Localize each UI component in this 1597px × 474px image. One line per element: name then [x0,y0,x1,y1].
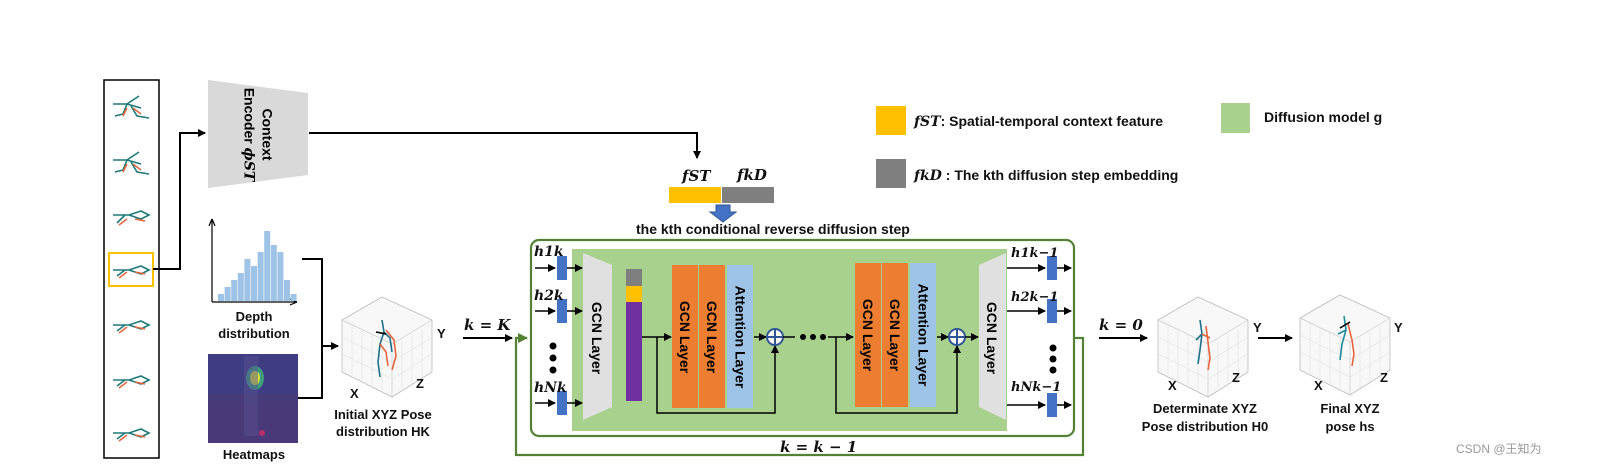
skeleton-frame-6 [113,375,151,389]
legend-diffusion-text: Diffusion model g [1264,109,1383,125]
gcn-a-label: GCN Layer [677,300,694,373]
histogram-bar [237,273,244,301]
feature-down-arrow-icon [708,204,738,223]
context-encoder-shape [208,80,308,188]
determinate-pose-plot [1157,296,1249,398]
skeleton-frame-2 [113,151,150,175]
histogram-bar [284,280,290,301]
final-axis-y: Y [1394,320,1403,335]
skeleton-frame-3 [113,210,151,226]
gcn-d-label: GCN Layer [887,298,904,372]
input-tokens [535,256,583,415]
legend-diffusion-swatch [1221,103,1250,133]
embedding-purple-segment [626,302,642,401]
gcn-layer-b [699,265,725,408]
context-encoder-label: Context Encoder ϕST [240,87,276,181]
k-loop-label: k = k − 1 [780,438,858,456]
histogram-bar [251,266,257,301]
attn-b-label: Attention Layer [915,283,931,387]
gcn-b-label: GCN Layer [704,300,721,373]
reverse-step-caption: the kth conditional reverse diffusion st… [636,221,910,237]
attention-layer-a [727,265,753,408]
hidden-input-n: hNk [534,380,567,396]
legend-fd-text: fkD : The kth diffusion step embedding [914,167,1179,184]
heatmap-image [208,354,298,443]
hidden-input-2: h2k [534,288,564,304]
determinate-axis-z: Z [1232,370,1240,385]
skeleton-frame-4-selected [113,265,151,279]
histogram-bar [277,252,284,301]
depth-distribution-label: Depth distribution [218,309,290,341]
determinate-axis-y: Y [1253,320,1262,335]
legend-fst-text: fST: Spatial-temporal context feature [914,113,1164,130]
skeleton-frame-1 [113,95,150,119]
hidden-output-1: h1k−1 [1011,246,1059,261]
embedding-yellow-segment [626,286,642,302]
arrow-encoder-to-feature [309,132,701,159]
gcn-c-label: GCN Layer [860,298,877,372]
gcn-output-label: GCN Layer [984,301,1001,374]
fd-bar-label: fkD [737,166,767,184]
gcn-layer-d [882,263,908,407]
histogram-bar [218,294,224,301]
gcn-layer-c [855,263,881,407]
k-start-label: k = K [464,316,511,334]
initial-axis-x: X [350,386,359,401]
legend-fst-swatch [876,106,906,135]
hidden-output-n: hNk−1 [1011,380,1062,395]
loop-back-line [514,333,1085,457]
embedding-gray-segment [626,269,642,286]
input-frame-strip [103,79,160,459]
hidden-input-1: h1k [534,244,564,260]
histogram-bar [231,280,238,301]
heatmap-to-pose-connector [298,342,339,399]
final-pose-label: Final XYZ pose hs [1320,401,1380,434]
k-end-label: k = 0 [1099,316,1143,334]
heatmaps-label: Heatmaps [222,447,286,462]
arrow-frame-to-encoder [153,129,206,270]
gcn-output-trapezoid [979,253,1006,420]
output-tokens [1007,256,1072,417]
gcn-input-label: GCN Layer [589,301,606,374]
legend-fd-swatch [876,159,906,188]
attn-a-label: Attention Layer [732,285,748,388]
determinate-pose-label: Determinate XYZ Pose distribution H0 [1141,401,1269,434]
skeleton-frame-7 [113,428,151,442]
fd-feature-block [722,187,774,203]
fst-feature-block [669,187,721,203]
final-axis-z: Z [1380,370,1388,385]
depth-histogram [208,218,298,306]
final-axis-x: X [1314,378,1323,393]
histogram-bar [257,252,264,301]
attention-layer-b [910,263,936,407]
fst-bar-label: fST [682,167,711,185]
final-pose-plot [1299,294,1391,396]
histogram-bar [224,287,231,301]
depth-to-pose-connector [302,258,323,346]
initial-axis-z: Z [416,376,424,391]
initial-pose-plot [341,296,433,398]
skeleton-frame-5 [113,320,151,334]
determinate-axis-x: X [1168,378,1177,393]
gcn-layer-a [672,265,698,408]
initial-axis-y: Y [437,326,446,341]
gcn-input-trapezoid [583,253,612,420]
hidden-output-2: h2k−1 [1011,290,1059,305]
histogram-bar [290,294,297,301]
histogram-bar [264,231,271,301]
histogram-bar [244,259,251,301]
initial-pose-label: Initial XYZ Pose distribution HK [334,407,432,439]
watermark: CSDN @王知为 [1456,442,1542,456]
histogram-bar [270,245,277,301]
